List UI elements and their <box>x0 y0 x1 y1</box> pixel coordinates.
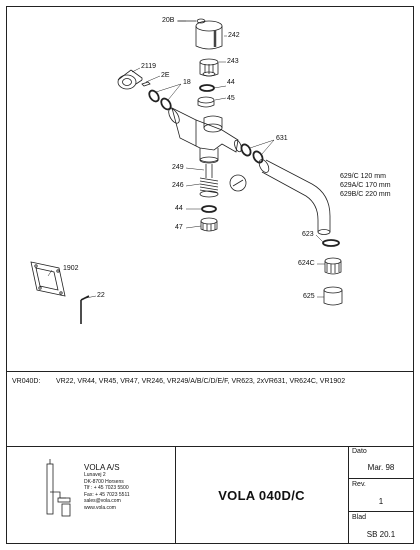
o-ring-44-upper <box>199 84 215 92</box>
company-line-3: Tlf : + 45 7023 5500 <box>84 485 129 492</box>
callout-625: 625 <box>303 293 315 300</box>
callout-246: 246 <box>172 182 184 189</box>
parts-list-items: VR22, VR44, VR45, VR47, VR246, VR249/A/B… <box>56 378 346 385</box>
callout-44-lower: 44 <box>175 205 183 212</box>
callout-242: 242 <box>228 32 240 39</box>
small-part-2E <box>141 81 151 87</box>
o-ring-18a <box>148 89 160 103</box>
callout-44-upper: 44 <box>227 79 235 86</box>
company-logo <box>46 459 71 517</box>
rev-label: Rev. <box>352 481 366 488</box>
cartridge-249 <box>205 164 213 178</box>
title-block-row-2 <box>348 511 414 512</box>
handle-cap-242 <box>195 20 223 50</box>
ring-45 <box>197 96 215 108</box>
detail-circle <box>229 174 247 192</box>
aerator-624C <box>324 257 342 275</box>
exploded-view-drawing <box>30 18 343 324</box>
callout-249: 249 <box>172 164 184 171</box>
company-line-4: Fax: + 45 7023 5511 <box>84 491 130 498</box>
company-line-1: Lunavej 2 <box>84 472 106 478</box>
leader-lines <box>47 20 325 299</box>
parts-list-key: VR040D: <box>12 378 41 385</box>
title-block-top-border <box>6 446 414 447</box>
parts-list: VR040D: VR22, VR44, VR45, VR47, VR246, VR… <box>12 378 345 385</box>
company-line-5: sales@vola.com <box>84 498 121 505</box>
rev-value: 1 <box>378 497 384 506</box>
callout-629AC: 629A/C 170 mm <box>340 182 391 189</box>
title-block-divider-1 <box>175 446 176 544</box>
callout-2119: 2119 <box>141 63 157 70</box>
callout-1902: 1902 <box>63 265 79 272</box>
drawing-title: VOLA 040D/C <box>218 487 305 503</box>
callout-2E: 2E <box>161 72 170 79</box>
title-block-row-1 <box>348 478 414 479</box>
spout-629 <box>258 159 331 235</box>
callout-631: 631 <box>276 135 288 142</box>
title-block-divider-2 <box>348 446 349 544</box>
company-name: VOLA A/S <box>84 463 120 472</box>
callout-624C: 624C <box>298 260 315 267</box>
callout-243: 243 <box>227 58 239 65</box>
valve-body <box>168 107 242 164</box>
company-line-6: www.vola.com <box>84 504 116 511</box>
hex-key-22 <box>80 295 90 324</box>
o-ring-631b <box>252 150 264 164</box>
callout-18: 18 <box>183 79 191 86</box>
o-ring-18b <box>160 97 172 111</box>
callout-623: 623 <box>302 231 314 238</box>
callout-629C: 629/C 120 mm <box>340 173 386 180</box>
dato-value: Mar. 98 <box>367 463 395 472</box>
drawing-sheet <box>6 6 414 544</box>
nipple-47 <box>200 217 218 232</box>
spring-246 <box>199 177 219 198</box>
aerator-625 <box>323 286 343 306</box>
o-ring-623 <box>322 239 340 247</box>
callout-629BC: 629B/C 220 mm <box>340 191 391 198</box>
o-ring-44-lower <box>201 205 217 213</box>
dato-label: Dato <box>352 448 367 455</box>
spindle-243 <box>199 58 219 77</box>
callout-45: 45 <box>227 95 235 102</box>
callout-22: 22 <box>97 292 105 299</box>
blad-value: SB 20.1 <box>366 530 396 539</box>
callout-20B: 20B <box>162 17 175 24</box>
wall-plate-1902 <box>30 261 66 297</box>
company-address: VOLA A/S Lunavej 2 DK-8700 Horsens Tlf :… <box>84 463 130 512</box>
callout-47: 47 <box>175 224 183 231</box>
parts-list-divider <box>6 371 414 372</box>
wall-flange-2119 <box>117 69 143 90</box>
company-line-2: DK-8700 Horsens <box>84 478 124 485</box>
o-ring-631a <box>240 143 252 157</box>
blad-label: Blad <box>352 514 367 521</box>
